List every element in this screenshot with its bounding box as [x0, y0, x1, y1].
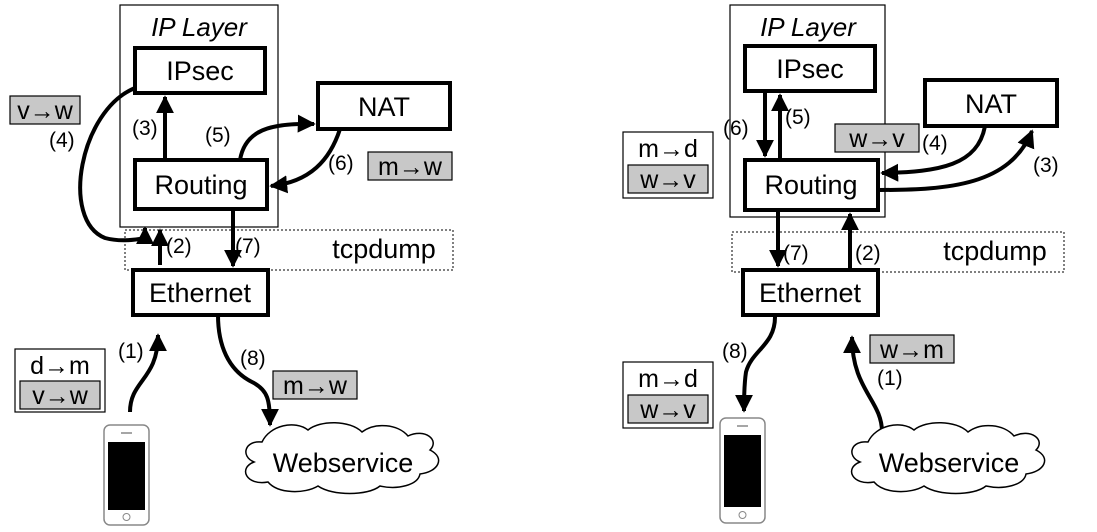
right-phone-packet-inner: m→d [638, 365, 698, 393]
right-ethernet-box [741, 268, 880, 317]
left-nat-box [316, 81, 452, 131]
right-step-6: (6) [723, 117, 749, 140]
left-phone-packet-outer: v→w [32, 382, 89, 410]
right-ipsec-packet-inner: m→d [638, 135, 698, 163]
left-diagram: IP Layer IPsec NAT Routing tcpdump Ether… [9, 4, 454, 526]
right-ip-layer-title: IP Layer [760, 12, 857, 42]
left-phone-packet-outer-box [19, 380, 101, 410]
right-ipsec-packet-outer: w→v [639, 166, 696, 194]
left-arrow-nat-to-routing [269, 128, 342, 194]
left-packet-m-w-out-label: m→w [283, 372, 348, 400]
left-phone-packet-inner: d→m [30, 352, 90, 380]
right-packet-w-v-nat [834, 123, 920, 153]
right-step-7: (7) [783, 242, 809, 265]
left-arrow-ethernet-to-webservice [216, 314, 279, 427]
right-step-4: (4) [922, 132, 948, 155]
left-webservice-label: Webservice [273, 448, 414, 478]
left-step-7: (7) [235, 235, 261, 258]
left-step-6: (6) [328, 152, 354, 175]
left-step-3: (3) [132, 117, 158, 140]
left-step-8: (8) [240, 347, 266, 370]
right-ethernet-label: Ethernet [759, 278, 862, 308]
left-ethernet-label: Ethernet [149, 278, 252, 308]
right-step-3: (3) [1033, 154, 1059, 177]
left-routing-box [133, 158, 269, 211]
right-tcpdump-label: tcpdump [943, 236, 1047, 266]
left-packet-v-w [9, 95, 81, 125]
right-tcpdump-box [731, 231, 1065, 273]
right-ipsec-box [743, 44, 877, 93]
right-routing-label: Routing [764, 170, 857, 200]
right-packet-w-m-in [869, 334, 955, 364]
left-arrow-routing-to-nat [238, 114, 316, 161]
left-step-1: (1) [118, 340, 144, 363]
left-webservice-cloud-icon: Webservice [244, 422, 440, 495]
right-arrow-routing-to-nat [877, 129, 1035, 192]
right-diagram: IP Layer IPsec NAT Routing tcpdump Ether… [622, 4, 1065, 524]
left-packet-m-w-nat-label: m→w [378, 153, 443, 181]
right-routing-box [743, 158, 880, 212]
left-packet-v-w-label: v→w [17, 97, 74, 125]
left-arrow-ipsec-to-routing [78, 86, 154, 245]
right-phone-packet-outer: w→v [639, 396, 696, 424]
left-tcpdump-box [124, 229, 454, 271]
left-ipsec-label: IPsec [166, 56, 234, 86]
right-webservice-cloud-icon: Webservice [850, 422, 1046, 495]
right-arrow-nat-to-routing [880, 125, 987, 182]
left-ip-layer-title: IP Layer [151, 12, 248, 42]
left-nat-label: NAT [358, 92, 410, 122]
left-packet-m-w-nat [367, 151, 453, 181]
right-packet-w-m-in-label: w→m [879, 336, 944, 364]
right-arrow-ethernet-to-phone [735, 316, 777, 413]
left-tcpdump-label: tcpdump [332, 234, 436, 264]
right-ipsec-label: IPsec [776, 54, 844, 84]
right-phone-packet-outer-box [627, 394, 709, 424]
right-smartphone-icon [719, 417, 766, 524]
left-ipsec-box [133, 46, 267, 95]
left-step-2: (2) [166, 235, 192, 258]
left-step-4: (4) [49, 129, 75, 152]
right-step-2: (2) [855, 242, 881, 265]
right-webservice-label: Webservice [879, 448, 1020, 478]
right-step-1: (1) [877, 367, 903, 390]
right-ipsec-packet-outer-box [627, 164, 709, 194]
left-routing-label: Routing [154, 170, 247, 200]
left-step-5: (5) [205, 124, 231, 147]
right-nat-label: NAT [965, 89, 1017, 119]
right-packet-w-v-nat-label: w→v [848, 125, 905, 153]
left-ethernet-box [131, 268, 270, 317]
right-step-5: (5) [785, 106, 811, 129]
right-arrow-webservice-to-ethernet [843, 335, 884, 433]
right-step-8: (8) [722, 340, 748, 363]
left-arrow-phone-to-ethernet [128, 333, 167, 413]
right-nat-box [923, 78, 1059, 128]
left-packet-m-w-out [272, 370, 358, 400]
left-smartphone-icon [103, 424, 150, 526]
